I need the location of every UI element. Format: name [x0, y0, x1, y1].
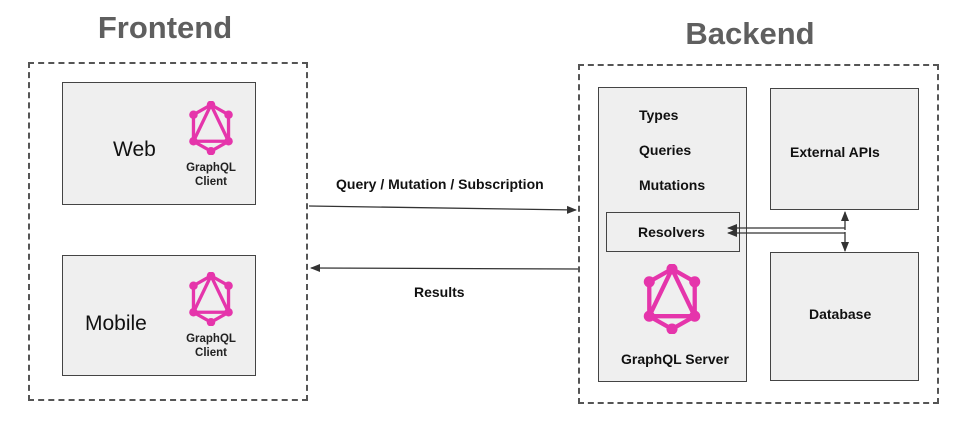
server-item-queries: Queries [639, 142, 692, 158]
resolvers-label: Resolvers [638, 224, 705, 240]
mobile-graphql-client-caption: GraphQL Client [179, 332, 243, 360]
frontend-title: Frontend [97, 10, 233, 45]
caption-line1: GraphQL [186, 333, 236, 345]
response-arrow [310, 264, 579, 273]
mobile-client-label: Mobile [85, 312, 147, 335]
response-arrow-label: Results [414, 284, 465, 300]
frontend-container [28, 62, 308, 401]
caption-line2: Client [195, 347, 227, 359]
caption-line2: Client [195, 176, 227, 188]
server-item-mutations: Mutations [639, 177, 706, 193]
external-apis-box: External APIs [770, 88, 919, 210]
database-box: Database [770, 252, 919, 381]
mobile-client-box: Mobile GraphQL Client [62, 255, 256, 376]
server-item-types: Types [639, 107, 679, 123]
request-arrow-label: Query / Mutation / Subscription [336, 176, 544, 192]
web-client-box: Web GraphQL Client [62, 82, 256, 205]
database-label: Database [809, 306, 872, 322]
caption-line1: GraphQL [186, 162, 236, 174]
web-client-label: Web [113, 138, 156, 161]
request-arrow [308, 205, 577, 214]
graphql-logo-icon [643, 264, 701, 334]
backend-title: Backend [685, 16, 815, 51]
graphql-server-caption: GraphQL Server [621, 351, 729, 367]
graphql-logo-icon [189, 272, 233, 326]
external-apis-label: External APIs [790, 144, 880, 160]
web-graphql-client-caption: GraphQL Client [179, 161, 243, 189]
backend-container [578, 64, 939, 404]
resolvers-box: Resolvers [606, 212, 740, 252]
graphql-logo-icon [189, 101, 233, 155]
